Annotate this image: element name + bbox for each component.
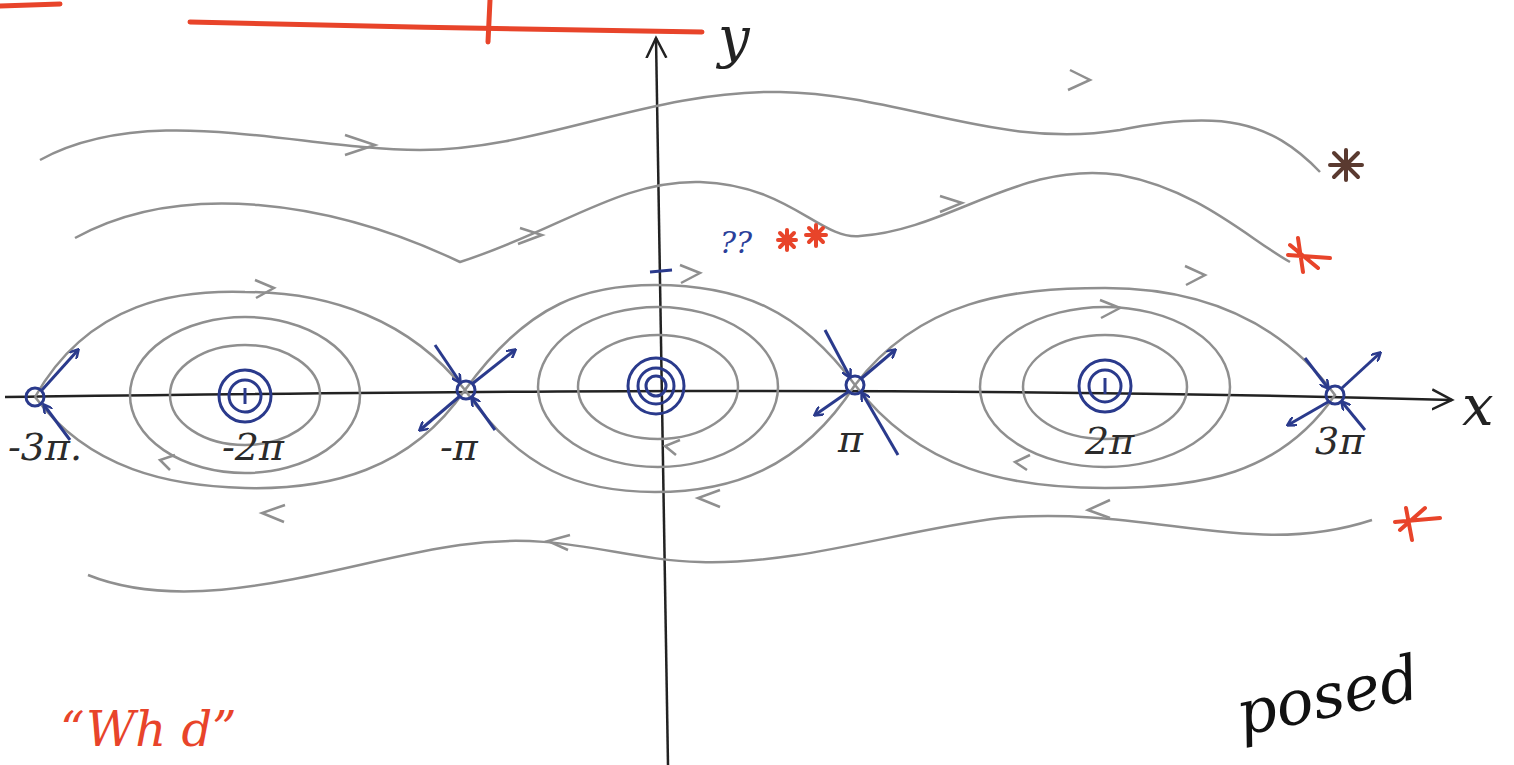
- trace-mark: [435, 345, 460, 382]
- trace-mark: [646, 376, 666, 396]
- tick-label: 3π: [1315, 422, 1364, 460]
- red-marks: [0, 0, 702, 42]
- trace-mark: [1342, 353, 1380, 388]
- trace-mark: [1015, 455, 1030, 470]
- tick-label: 2π: [1085, 422, 1134, 460]
- trace-mark: [862, 393, 898, 455]
- trace-mark: [1104, 378, 1107, 394]
- trace-mark: [778, 230, 796, 250]
- trace-mark: [40, 92, 1320, 172]
- trace-mark: [1088, 500, 1110, 518]
- trace-mark: [628, 358, 684, 414]
- trace-mark: [1326, 386, 1344, 404]
- trace-mark: [855, 288, 1335, 488]
- trace-mark: [420, 396, 460, 430]
- fixed-points: [26, 270, 1344, 422]
- tick-label: -π: [440, 428, 478, 466]
- trace-mark: [638, 368, 674, 404]
- trace-mark: [1068, 70, 1090, 90]
- trace-mark: [1288, 238, 1330, 272]
- trace-mark: [488, 0, 490, 42]
- trace-mark: [75, 173, 1290, 262]
- trace-mark: [1079, 360, 1131, 412]
- trace-mark: [665, 440, 680, 455]
- trace-mark: [244, 388, 247, 404]
- trace-mark: [219, 370, 271, 422]
- trace-mark: [472, 398, 495, 430]
- axis-label: x: [1462, 378, 1494, 434]
- trace-mark: [518, 228, 542, 244]
- trace-mark: [548, 535, 570, 550]
- trace-mark: [698, 490, 720, 507]
- trace-mark: [255, 280, 274, 298]
- trace-mark: [940, 196, 962, 212]
- trace-mark: [88, 516, 1372, 591]
- axis-label: y: [718, 10, 750, 66]
- trace-mark: [815, 392, 848, 415]
- trace-mark: [229, 380, 261, 412]
- margin-note: posed: [1231, 646, 1425, 745]
- trace-mark: [538, 307, 778, 467]
- trace-mark: [1305, 358, 1328, 388]
- axes: [5, 38, 1452, 765]
- trace-mark: [846, 376, 864, 394]
- trace-mark: [980, 307, 1230, 467]
- trace-mark: [472, 350, 515, 384]
- trace-mark: [345, 135, 375, 155]
- trace-mark: [1100, 300, 1120, 318]
- trace-mark: [26, 388, 44, 406]
- red-asterisks: [778, 150, 1440, 540]
- trace-mark: [1395, 508, 1440, 540]
- trace-mark: [1330, 150, 1362, 180]
- trajectories: [35, 70, 1372, 591]
- trace-mark: [650, 270, 672, 272]
- tick-label: π: [838, 420, 863, 458]
- tick-label: -2π: [222, 428, 284, 466]
- trace-mark: [190, 22, 702, 32]
- tick-label: -3π.: [8, 428, 82, 466]
- trace-mark: [5, 391, 1452, 400]
- trace-mark: [160, 455, 175, 470]
- trace-mark: [35, 292, 465, 488]
- trace-mark: [262, 505, 285, 522]
- trace-mark: [465, 285, 855, 492]
- trace-mark: [806, 225, 826, 246]
- trace-mark: [130, 317, 360, 473]
- trace-mark: [1089, 370, 1121, 402]
- question-note: ??: [720, 228, 752, 258]
- trace-mark: [825, 330, 850, 377]
- trace-mark: [862, 350, 895, 378]
- trace-mark: [578, 335, 738, 439]
- trace-mark: [42, 350, 78, 390]
- trace-mark: [1185, 266, 1205, 285]
- trace-mark: [680, 265, 700, 283]
- trace-mark: [0, 4, 60, 6]
- red-note: “Wh d”: [60, 705, 237, 753]
